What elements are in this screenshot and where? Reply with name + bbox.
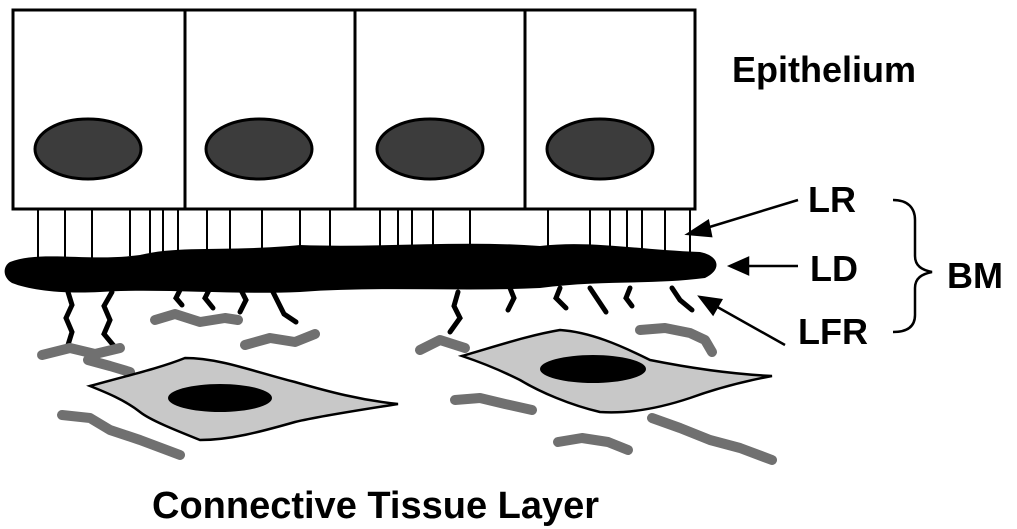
ld-arrow-head [730, 258, 748, 274]
lfr-arrow-head [700, 297, 721, 314]
cell-nucleus-1 [35, 119, 141, 179]
lr-arrow [703, 200, 798, 229]
fibroblast-nucleus-right [540, 355, 646, 383]
ld-label: LD [810, 248, 858, 289]
lr-arrow-head [688, 221, 711, 236]
cell-nucleus-2 [206, 119, 312, 179]
lamina-densa [5, 244, 717, 293]
connective-tissue-label: Connective Tissue Layer [152, 485, 599, 527]
lr-label: LR [808, 179, 856, 220]
bm-brace [893, 200, 932, 332]
cell-nucleus-4 [547, 119, 653, 179]
lfr-label: LFR [798, 311, 868, 352]
cell-nucleus-3 [377, 119, 483, 179]
bm-label: BM [947, 255, 1003, 296]
lfr-arrow [712, 304, 785, 345]
fibroblast-nucleus-left [168, 384, 272, 412]
epithelium-layer [13, 10, 695, 209]
epithelium-label: Epithelium [732, 49, 916, 90]
